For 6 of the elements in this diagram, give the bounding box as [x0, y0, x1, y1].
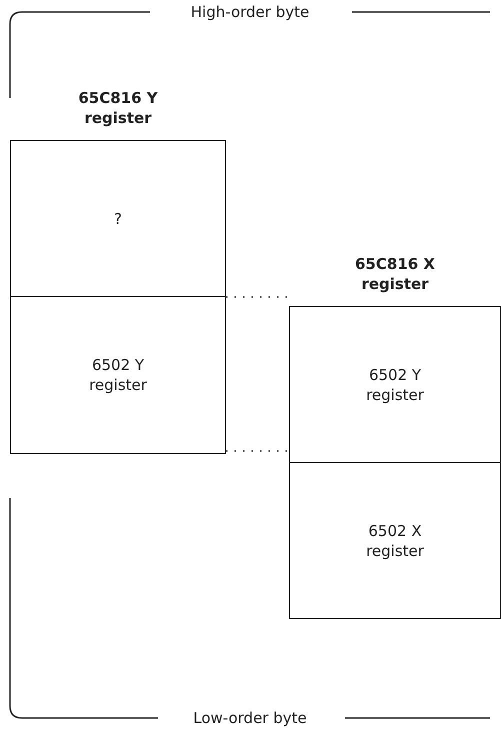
- register-heading: 65C816 Y register: [77, 88, 159, 128]
- register-field: 6502 Y register: [289, 306, 501, 464]
- register-heading: 65C816 X register: [354, 254, 436, 294]
- register-field: 6502 Y register: [10, 296, 226, 454]
- register-field: 6502 X register: [289, 462, 501, 619]
- register-field: ?: [10, 140, 226, 298]
